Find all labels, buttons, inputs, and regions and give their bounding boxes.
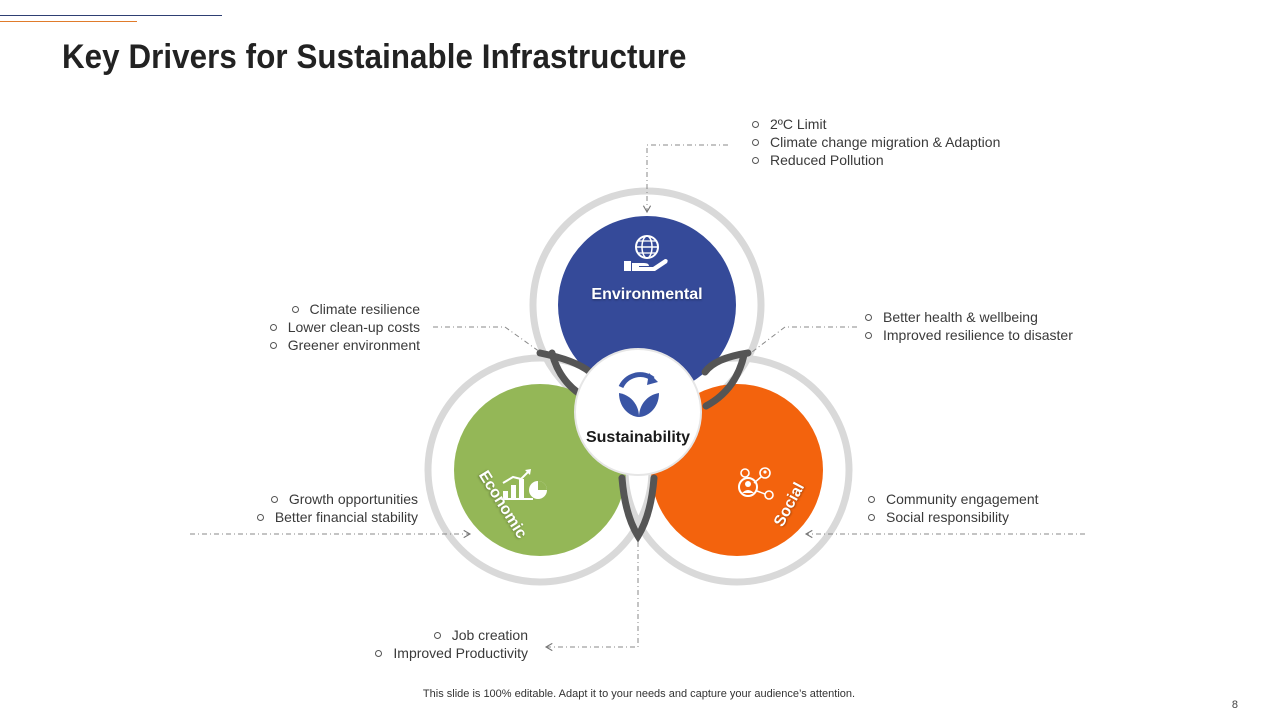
list-item: Greener environment <box>269 336 420 354</box>
page-number: 8 <box>1231 699 1238 711</box>
list-item: 2ºC Limit <box>752 115 1000 133</box>
list-item: Job creation <box>375 626 528 644</box>
list-item: Better health & wellbeing <box>865 308 1073 326</box>
list-economic: Growth opportunities Better financial st… <box>256 490 418 526</box>
footer-text: This slide is 100% editable. Adapt it to… <box>422 688 856 700</box>
bullet-icon <box>270 495 278 503</box>
bullet-icon <box>752 138 759 146</box>
connector-environmental <box>642 144 728 214</box>
bullet-icon <box>752 156 759 164</box>
list-item: Climate resilience <box>270 300 420 318</box>
bullet-icon <box>868 495 875 503</box>
overlap-arc-env-right <box>702 351 748 410</box>
bullet-icon <box>865 331 872 339</box>
people-network-icon <box>738 467 774 500</box>
connector-env-econ <box>433 326 541 353</box>
bullet-icon <box>375 649 383 657</box>
overlap-arc-env-econ <box>536 349 594 376</box>
header-accent-line-blue <box>0 15 222 16</box>
list-item: Climate change migration & Adaption <box>752 133 1000 151</box>
bullet-icon <box>256 513 264 521</box>
globe-hand-icon <box>624 235 668 271</box>
overlap-arc-econ-social <box>618 474 658 543</box>
list-item: Growth opportunities <box>257 490 418 508</box>
bullet-icon <box>865 313 872 321</box>
list-econ-social: Job creation Improved Productivity <box>375 626 528 662</box>
list-item: Improved Productivity <box>375 644 528 662</box>
center-label: Sustainability <box>585 429 691 446</box>
bullet-icon <box>433 631 441 639</box>
chart-growth-icon <box>501 469 547 500</box>
bullet-icon <box>291 305 299 313</box>
environmental-label: Environmental <box>591 286 703 303</box>
bullet-icon <box>269 341 277 349</box>
list-item: Improved resilience to disaster <box>865 326 1073 344</box>
list-item: Social responsibility <box>868 508 1039 526</box>
sustainability-leaf-icon <box>618 372 659 417</box>
bullet-icon <box>868 513 875 521</box>
connector-econ-social <box>544 542 639 652</box>
footer-note: This slide is 100% editable. Adapt it to… <box>0 688 1280 700</box>
list-item: Better financial stability <box>256 508 418 526</box>
list-item: Lower clean-up costs <box>269 318 420 336</box>
list-item: Reduced Pollution <box>752 151 1000 169</box>
slide-title: Key Drivers for Sustainable Infrastructu… <box>62 38 687 76</box>
connector-env-social <box>751 326 857 353</box>
list-social: Community engagement Social responsibili… <box>868 490 1039 526</box>
bullet-icon <box>269 323 277 331</box>
list-environmental: 2ºC Limit Climate change migration & Ada… <box>752 115 1000 169</box>
header-accent-line-orange <box>0 21 137 22</box>
environmental-circle <box>558 216 736 394</box>
list-item: Community engagement <box>868 490 1039 508</box>
list-env-econ: Climate resilience Lower clean-up costs … <box>269 300 420 354</box>
bullet-icon <box>752 120 759 128</box>
list-env-social: Better health & wellbeing Improved resil… <box>865 308 1073 344</box>
